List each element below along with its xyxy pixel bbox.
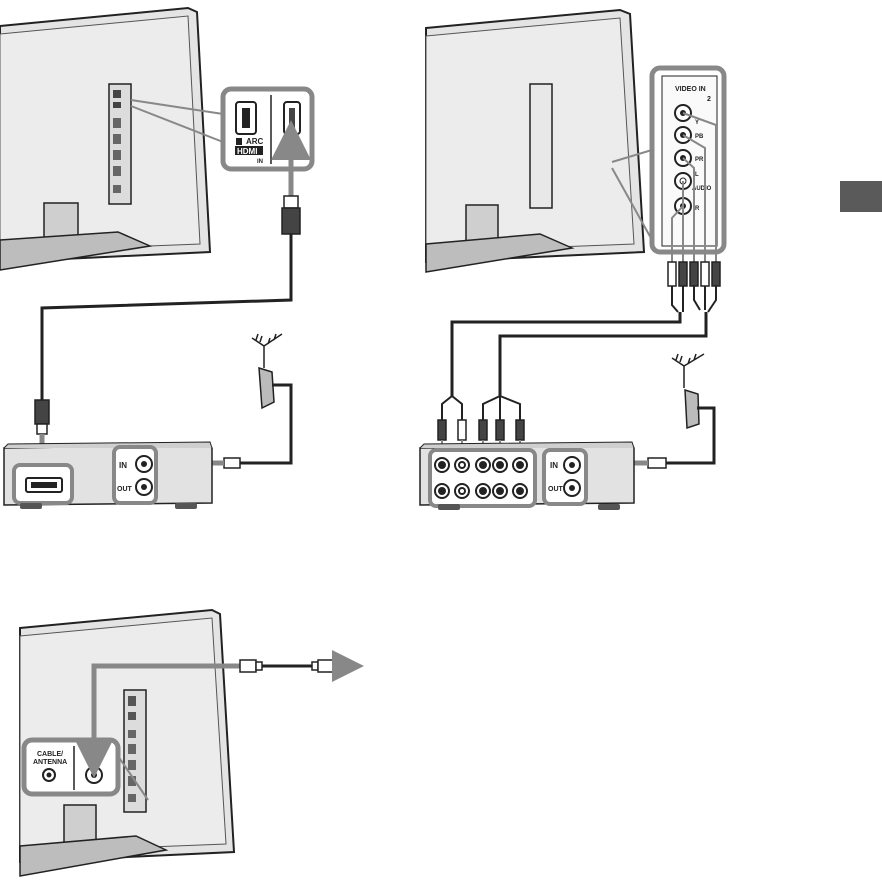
set-top-box-2: IN OUT: [419, 441, 635, 510]
component-port-zoom: VIDEO IN 2 Y PB PR L AUDIO R: [649, 65, 727, 255]
hdmi-port-zoom: 1 ARC HDMI IN: [220, 86, 315, 172]
box-out-label-2: OUT: [548, 486, 564, 493]
antenna-label: ANTENNA: [33, 759, 67, 766]
box-out-label-1: OUT: [117, 486, 133, 493]
panel-antenna: CABLE/ ANTENNA: [19, 608, 364, 877]
box-in-label-2: IN: [550, 461, 558, 470]
hdmi-plug-bottom: [34, 399, 50, 435]
component-plugs-bottom: [437, 419, 525, 441]
panel-component: VIDEO IN 2 Y PB PR L AUDIO R: [419, 8, 727, 510]
set-top-box-1: IN OUT: [3, 441, 213, 509]
coax-cable-3: [239, 659, 335, 673]
section-tab: [840, 181, 882, 212]
cable-label: CABLE/: [37, 751, 63, 758]
tv-back-1: [0, 6, 212, 271]
y-label: Y: [695, 120, 699, 126]
video-in-num: 2: [707, 96, 711, 103]
pb-label: PB: [695, 134, 704, 140]
port-num-label: 1: [238, 139, 242, 146]
antenna-port-zoom: CABLE/ ANTENNA: [21, 737, 121, 797]
coax-plug-1: [223, 457, 241, 469]
component-cables-top: [667, 112, 721, 313]
antenna-1: [251, 333, 283, 410]
tv-back-2: [425, 8, 646, 273]
l-label: L: [695, 172, 699, 178]
arc-label: ARC: [246, 137, 264, 146]
video-in-label: VIDEO IN: [675, 86, 706, 93]
hdmi-plug-top: [281, 195, 301, 235]
pr-label: PR: [695, 157, 704, 163]
box-in-label-1: IN: [119, 461, 127, 470]
antenna-2: [671, 353, 705, 430]
hdmi-label: HDMI: [237, 147, 257, 156]
r-label: R: [695, 206, 700, 212]
hdmi-in-label: IN: [257, 159, 263, 165]
panel-hdmi: 1 ARC HDMI IN: [0, 6, 315, 509]
audio-label: AUDIO: [692, 186, 712, 192]
